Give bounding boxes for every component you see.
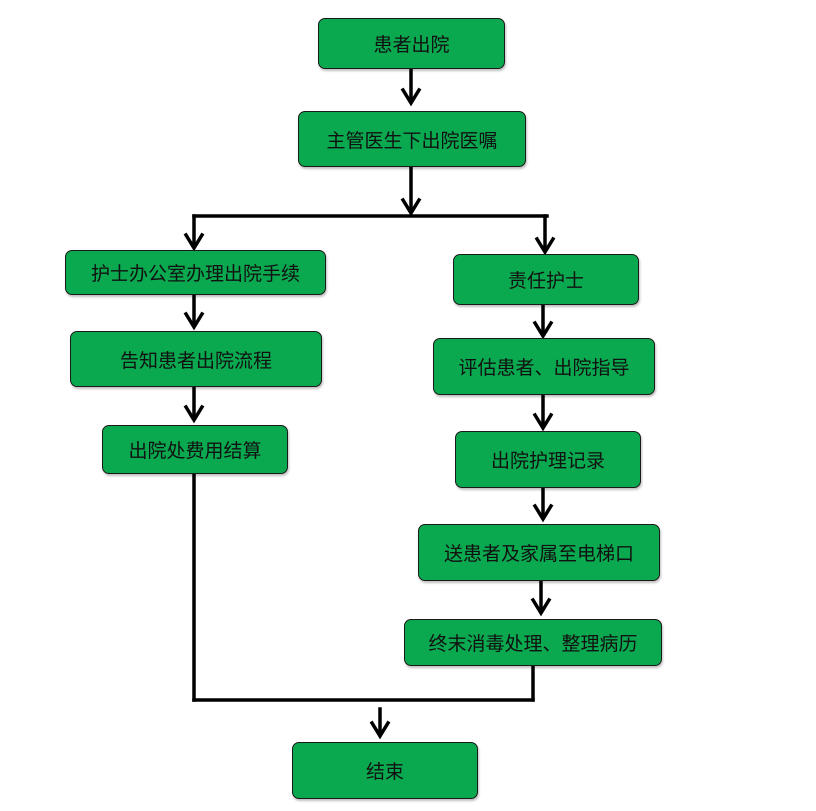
node-discharge-billing: 出院处费用结算 bbox=[102, 425, 288, 474]
arrowhead-nurse bbox=[534, 236, 556, 256]
arrowhead-billing bbox=[183, 404, 205, 424]
arrowhead-office bbox=[183, 232, 205, 252]
node-terminal-disinfection: 终末消毒处理、整理病历 bbox=[404, 619, 662, 666]
arrowhead-order bbox=[400, 87, 422, 107]
node-patient-discharge: 患者出院 bbox=[318, 18, 505, 69]
node-inform-discharge-process: 告知患者出院流程 bbox=[70, 331, 322, 387]
node-end: 结束 bbox=[292, 742, 478, 799]
node-nurse-office-procedures: 护士办公室办理出院手续 bbox=[65, 250, 326, 295]
arrowhead-escort bbox=[532, 503, 554, 523]
node-discharge-nursing-record: 出院护理记录 bbox=[455, 431, 641, 488]
node-assess-and-guidance: 评估患者、出院指导 bbox=[433, 338, 655, 395]
arrowhead-inform bbox=[183, 311, 205, 331]
arrowhead-assess bbox=[532, 320, 554, 340]
node-escort-to-elevator: 送患者及家属至电梯口 bbox=[418, 524, 660, 581]
arrowhead-record bbox=[532, 412, 554, 432]
arrowhead-end bbox=[369, 720, 391, 740]
node-responsible-nurse: 责任护士 bbox=[453, 254, 639, 305]
arrowhead-split bbox=[400, 197, 422, 217]
arrowhead-disinfect bbox=[530, 597, 552, 617]
node-doctor-discharge-order: 主管医生下出院医嘱 bbox=[298, 111, 526, 167]
